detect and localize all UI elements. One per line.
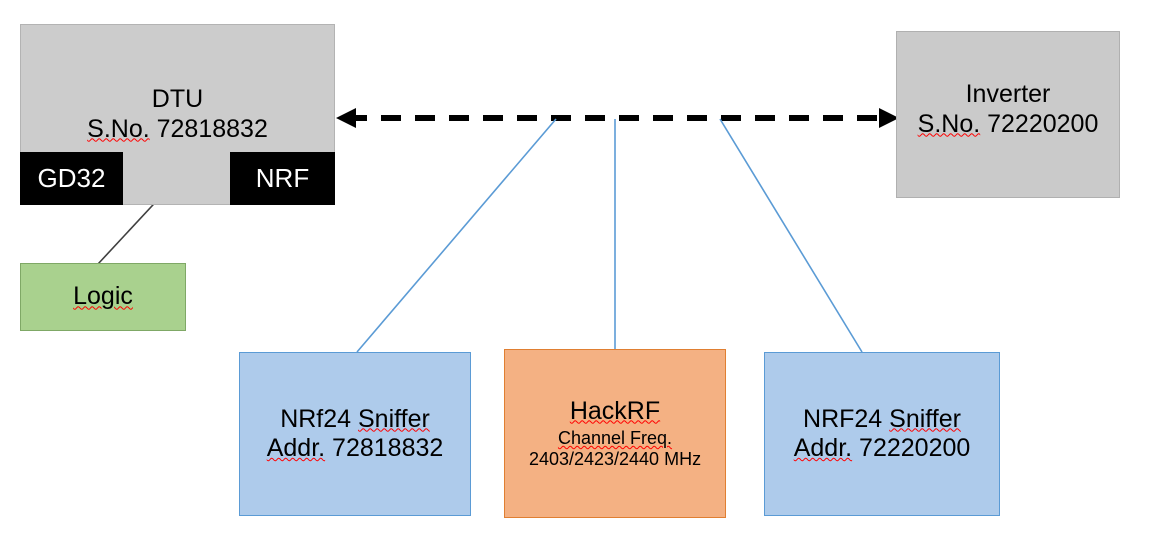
- sniffer-left-title-prefix: NRf24 Sniffer: [280, 404, 430, 433]
- gd32-label: GD32: [37, 163, 106, 193]
- sniffer-left-addr: Addr. 72818832: [267, 434, 444, 464]
- logic-label: Logic: [73, 282, 133, 311]
- sniffer-right-title-prefix: NRF24 Sniffer: [803, 404, 961, 433]
- nrf-label: NRF: [255, 163, 310, 193]
- hackrf-title: HackRF: [569, 396, 661, 425]
- node-sniffer-right[interactable]: NRF24 Sniffer Addr. 72220200: [764, 352, 1000, 516]
- sniffer-right-tap-line: [719, 118, 863, 353]
- sniffer-left-title: NRf24 Sniffer: [280, 405, 430, 435]
- hackrf-frequencies: 2403/2423/2440 MHz: [528, 449, 702, 470]
- node-logic[interactable]: Logic: [20, 263, 186, 331]
- arrowhead-left-icon: [336, 108, 356, 128]
- sniffer-right-addr: Addr. 72220200: [794, 434, 971, 464]
- inverter-serial: S.No. 72220200: [918, 110, 1099, 140]
- dtu-inverter-dashed-link: [336, 108, 899, 128]
- sniffer-right-addr-value: 72220200: [859, 434, 971, 462]
- dtu-title: DTU: [151, 85, 204, 113]
- node-gd32[interactable]: GD32: [20, 152, 123, 205]
- inverter-title: Inverter: [965, 80, 1051, 108]
- inverter-serial-number: 72220200: [987, 109, 1099, 138]
- node-sniffer-left[interactable]: NRf24 Sniffer Addr. 72818832: [239, 352, 471, 516]
- node-hackrf[interactable]: HackRF Channel Freq. 2403/2423/2440 MHz: [504, 349, 726, 518]
- sniffer-left-addr-label: Addr.: [266, 434, 326, 462]
- sniffer-left-tap-line: [356, 118, 557, 353]
- dtu-serial-label: S.No.: [87, 114, 150, 143]
- dtu-serial-number: 72818832: [156, 114, 268, 143]
- sniffer-left-addr-value: 72818832: [332, 434, 444, 462]
- sniffer-right-addr-label: Addr.: [793, 434, 853, 462]
- node-inverter[interactable]: Inverter S.No. 72220200: [896, 31, 1120, 198]
- node-nrf[interactable]: NRF: [230, 152, 335, 205]
- dtu-serial: S.No. 72818832: [87, 115, 268, 145]
- inverter-serial-label: S.No.: [917, 109, 981, 138]
- sniffer-right-title: NRF24 Sniffer: [803, 405, 961, 435]
- hackrf-subtitle: Channel Freq.: [557, 428, 673, 449]
